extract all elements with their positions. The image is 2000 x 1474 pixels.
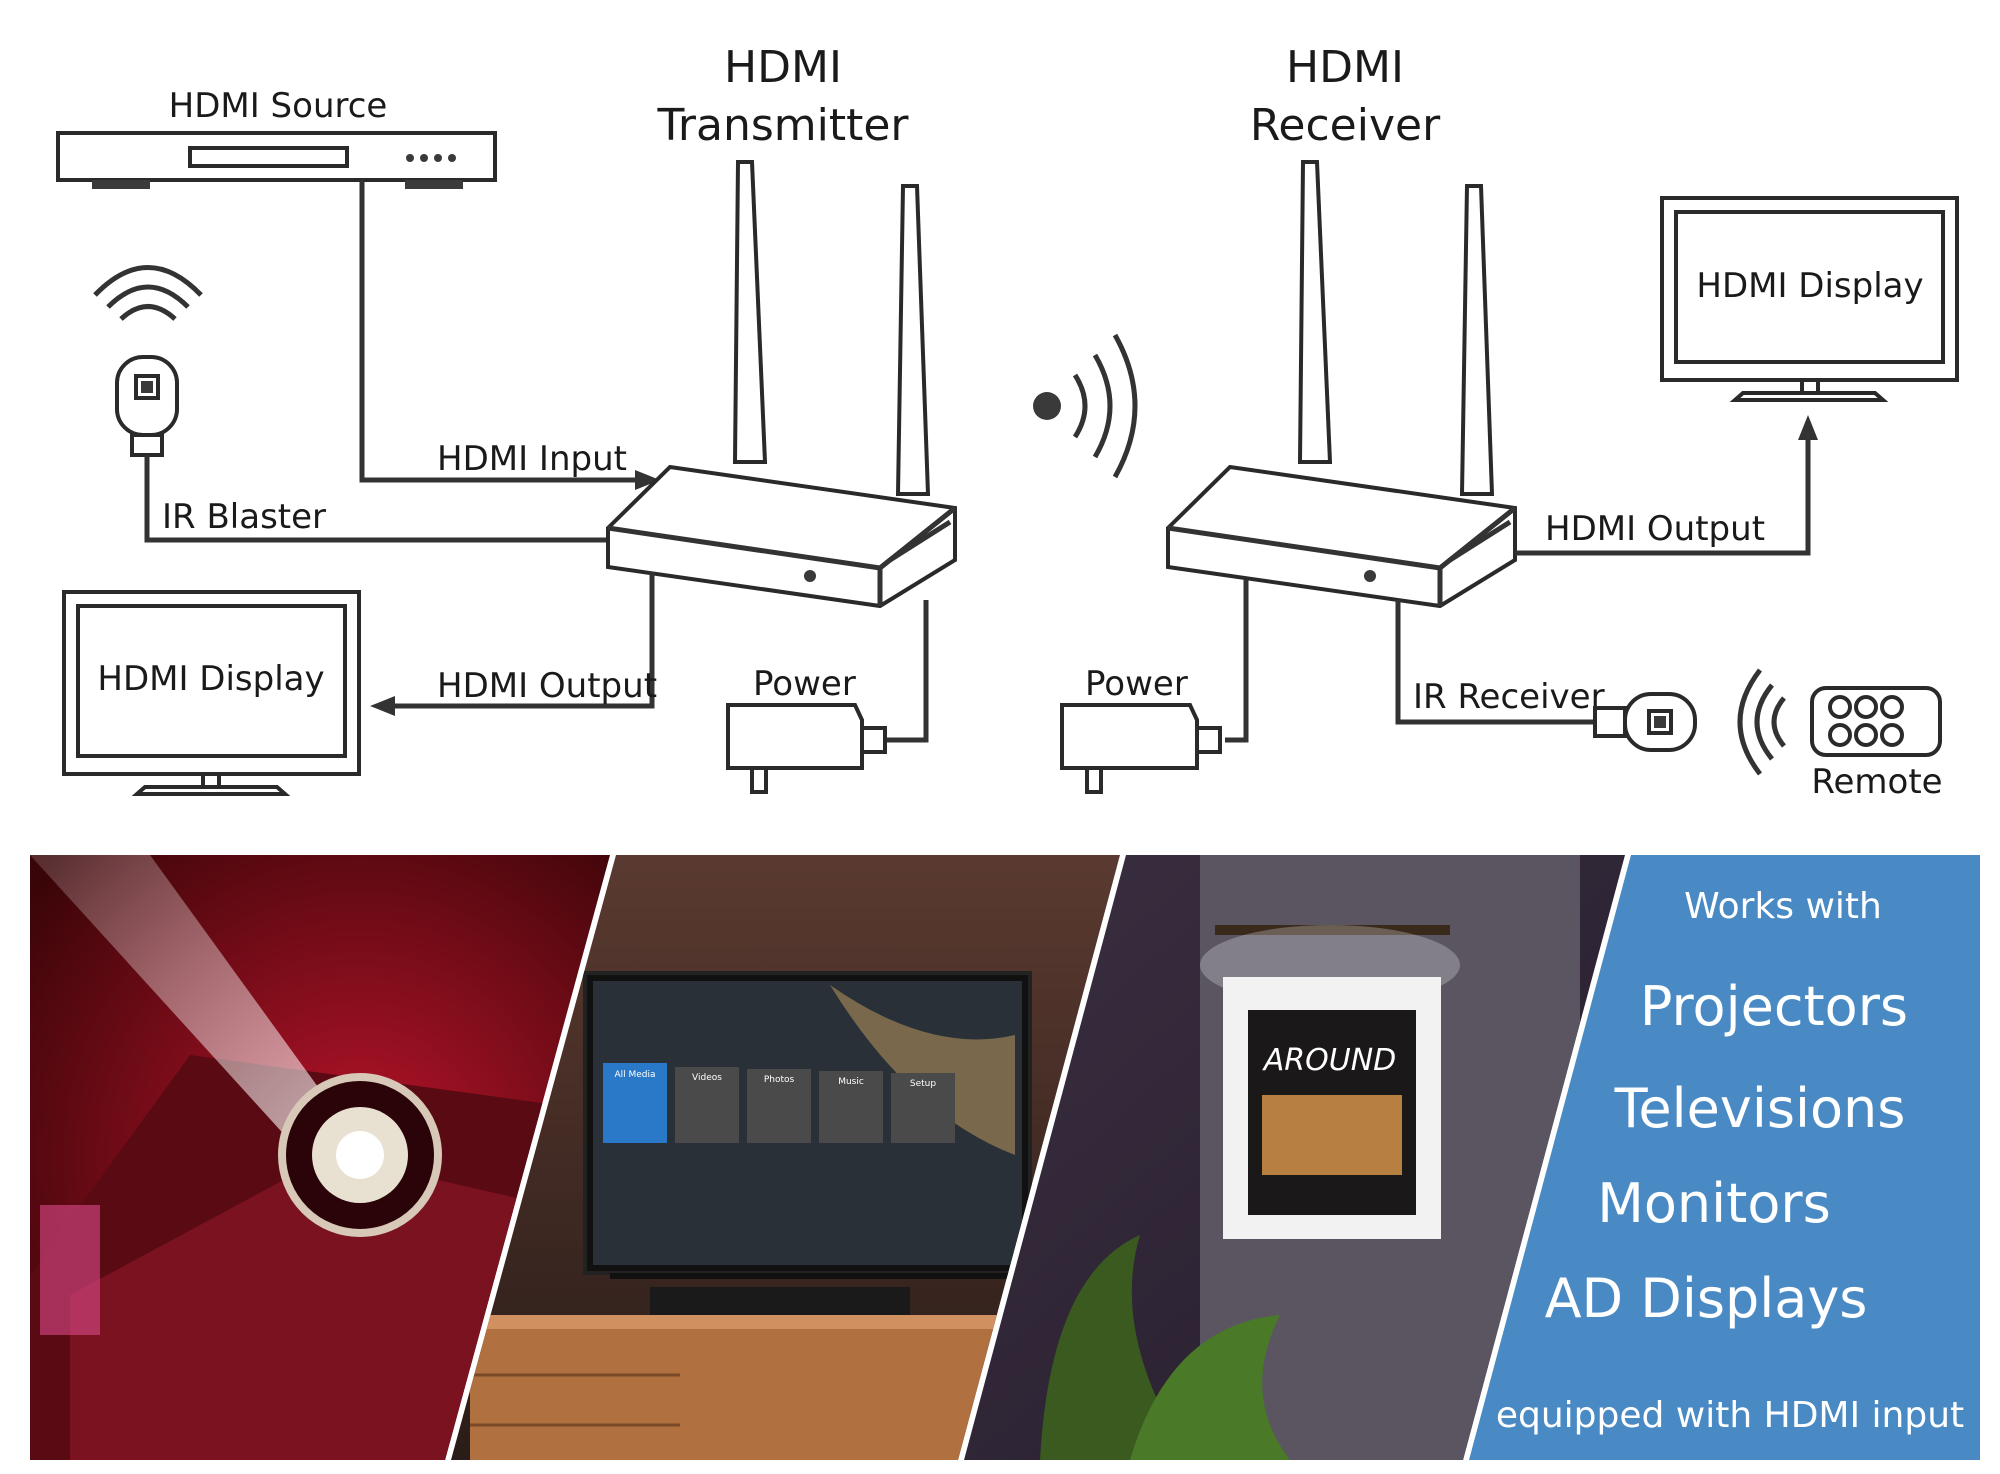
remote-control <box>1810 686 1942 757</box>
ir-receiver-sensor <box>1593 692 1697 752</box>
arrowhead <box>1798 415 1818 440</box>
compat-item-monitors: Monitors <box>1597 1172 1830 1235</box>
ir-blaster-icon <box>93 265 203 457</box>
tv-menu-videos: Videos <box>692 1073 722 1083</box>
compat-intro: Works with <box>1684 886 1882 927</box>
poster-title: AROUND <box>1262 1043 1396 1078</box>
arrowhead <box>370 696 395 716</box>
ir-receiver-label: IR Receiver <box>1413 677 1605 717</box>
remote-signal-icon <box>1737 668 1786 776</box>
remote-label: Remote <box>1811 762 1942 802</box>
transmitter-title-line1: HDMI <box>724 42 842 93</box>
tx-hdmi-output-cable <box>395 572 655 709</box>
ir-blaster-cable <box>144 455 612 543</box>
connection-diagram: HDMI Source HDMI Input IR Blaster HDMI T… <box>56 42 1959 802</box>
receiver-title-line1: HDMI <box>1286 42 1404 93</box>
tx-power-label: Power <box>753 664 856 704</box>
tx-power-cable <box>885 600 929 743</box>
tv-menu-music: Music <box>838 1077 864 1087</box>
ir-receiver-cable <box>1395 600 1595 725</box>
arrowhead <box>635 470 660 490</box>
rx-hdmi-output-label: HDMI Output <box>1545 509 1765 549</box>
television-photo: All Media Videos Photos Music Setup <box>451 855 1120 1460</box>
hdmi-receiver-device <box>1166 160 1517 609</box>
left-display-label: HDMI Display <box>97 659 324 699</box>
rx-hdmi-output-cable <box>1515 440 1811 556</box>
right-hdmi-display <box>1660 196 1959 402</box>
compat-item-ad-displays: AD Displays <box>1545 1267 1868 1330</box>
rx-power-label: Power <box>1085 664 1188 704</box>
tv-menu-photos: Photos <box>764 1075 795 1085</box>
left-hdmi-display <box>62 590 361 796</box>
ad-display-photo: AROUND <box>964 855 1625 1460</box>
rx-power-cable <box>1225 580 1249 743</box>
hdmi-input-cable <box>359 180 635 483</box>
tv-menu-setup: Setup <box>910 1079 936 1089</box>
tv-menu-all-media: All Media <box>614 1070 655 1080</box>
right-display-label: HDMI Display <box>1696 266 1923 306</box>
hdmi-source-label: HDMI Source <box>169 86 388 126</box>
hdmi-transmitter-device <box>606 160 957 609</box>
rx-power-adapter <box>1060 703 1222 794</box>
tv-menu: All Media Videos Photos Music Setup <box>603 1063 955 1143</box>
compat-footer: equipped with HDMI input <box>1496 1395 1964 1436</box>
compat-item-televisions: Televisions <box>1614 1077 1906 1140</box>
receiver-title-line2: Receiver <box>1250 100 1441 151</box>
compat-item-projectors: Projectors <box>1640 975 1908 1038</box>
ir-blaster-label: IR Blaster <box>162 497 326 537</box>
transmitter-title-line2: Transmitter <box>656 100 909 151</box>
usage-photo-strip: All Media Videos Photos Music Setup AROU… <box>30 855 1980 1460</box>
hdmi-source-device <box>56 131 497 189</box>
wireless-signal-icon <box>1033 333 1138 479</box>
tx-hdmi-output-label: HDMI Output <box>437 666 657 706</box>
hdmi-input-label: HDMI Input <box>437 439 627 479</box>
tx-power-adapter <box>726 703 887 794</box>
